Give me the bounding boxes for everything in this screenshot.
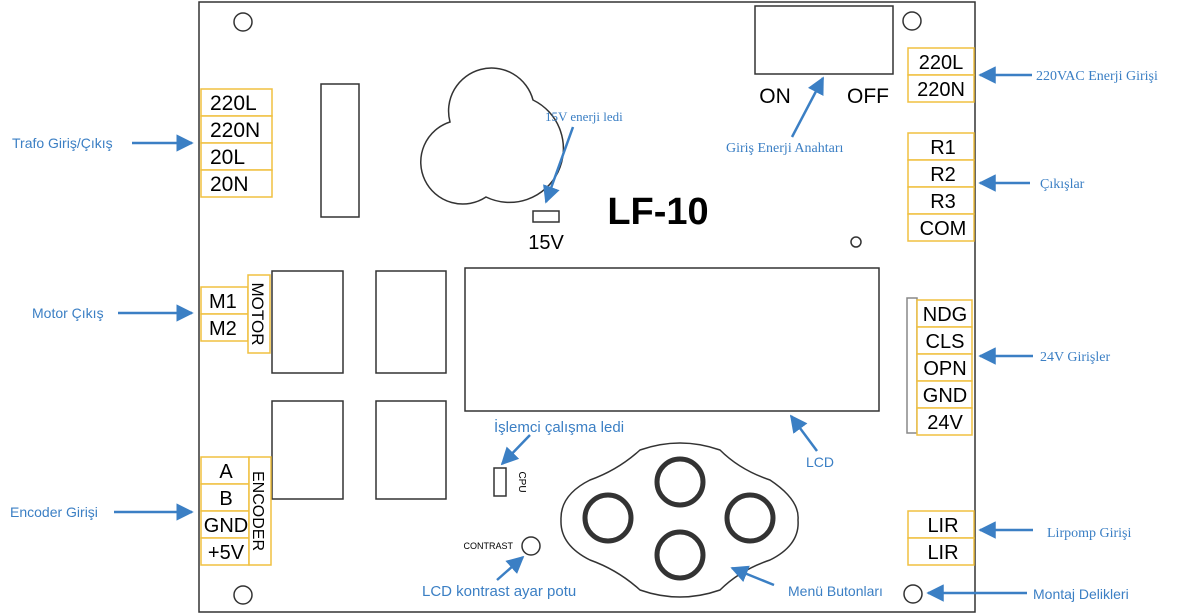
power-in-terminal xyxy=(907,47,975,103)
output-r2: R2 xyxy=(930,164,956,186)
arrow-cpu-led xyxy=(500,434,531,466)
callout-contrast: LCD kontrast ayar potu xyxy=(422,583,576,600)
motor-terminal xyxy=(200,274,271,354)
lcd-module xyxy=(464,267,880,412)
callout-power-in: 220VAC Enerji Girişi xyxy=(1036,69,1158,84)
cpu-label: CPU xyxy=(516,471,527,492)
callout-lcd: LCD xyxy=(806,454,834,470)
led-15v-label: 15V xyxy=(528,232,564,254)
relay-1 xyxy=(271,270,344,374)
lirpomp-pin-1: LIR xyxy=(927,515,958,537)
output-r3: R3 xyxy=(930,191,956,213)
trafo-pin-4: 20N xyxy=(210,173,249,196)
small-hole xyxy=(850,236,862,248)
trafo-pin-3: 20L xyxy=(210,146,245,169)
power-switch xyxy=(754,5,894,75)
motor-pin-1: M1 xyxy=(209,291,237,313)
menu-button-down[interactable] xyxy=(654,529,706,581)
mount-hole-top-left xyxy=(233,12,253,32)
callout-led15v: 15V enerji ledi xyxy=(545,109,623,124)
encoder-pin-5v: +5V xyxy=(208,542,245,564)
input-ndg: NDG xyxy=(923,304,967,326)
switch-off-label: OFF xyxy=(847,85,889,108)
menu-button-right[interactable] xyxy=(724,492,776,544)
arrow-led15v xyxy=(543,126,575,204)
board-title: LF-10 xyxy=(607,191,708,233)
mount-hole-bottom-right xyxy=(903,584,923,604)
outputs-terminal xyxy=(907,132,975,242)
callout-arrows xyxy=(114,66,1033,602)
power-in-pin-1: 220L xyxy=(919,52,964,74)
cpu-led xyxy=(493,467,507,497)
contrast-pot[interactable] xyxy=(521,536,541,556)
input-24v: 24V xyxy=(927,412,963,434)
trafo-terminal xyxy=(200,88,273,198)
capacitor-block xyxy=(320,83,360,218)
callout-trafo: Trafo Giriş/Çıkış xyxy=(12,135,113,151)
menu-button-left[interactable] xyxy=(582,492,634,544)
input-cls: CLS xyxy=(926,331,965,353)
trafo-pin-1: 220L xyxy=(210,92,257,115)
callout-cpu-led: İşlemci çalışma ledi xyxy=(494,418,624,436)
callout-outputs: Çıkışlar xyxy=(1040,177,1085,192)
mount-hole-bottom-left xyxy=(233,585,253,605)
output-com: COM xyxy=(920,218,967,240)
encoder-pin-a: A xyxy=(219,461,233,483)
relay-3 xyxy=(271,400,344,500)
arrow-lcd xyxy=(789,414,819,452)
encoder-vertical-label: ENCODER xyxy=(249,471,266,551)
callout-motor: Motor Çıkış xyxy=(32,305,104,321)
mounting-holes xyxy=(233,11,923,605)
callout-inputs-24v: 24V Girişler xyxy=(1040,350,1110,365)
input-gnd: GND xyxy=(923,385,967,407)
led-15v xyxy=(532,210,560,223)
arrow-switch xyxy=(790,76,825,138)
input-opn: OPN xyxy=(923,358,966,380)
encoder-pin-b: B xyxy=(219,488,232,510)
output-r1: R1 xyxy=(930,137,956,159)
lirpomp-pin-2: LIR xyxy=(927,542,958,564)
arrow-menu xyxy=(730,565,775,587)
mount-hole-top-right xyxy=(902,11,922,31)
callout-menu: Menü Butonları xyxy=(788,583,883,599)
encoder-pin-gnd: GND xyxy=(204,515,248,537)
menu-button-pad xyxy=(560,442,799,598)
relay-2 xyxy=(375,270,447,374)
arrow-contrast xyxy=(496,555,525,581)
trafo-pin-2: 220N xyxy=(210,119,260,142)
menu-buttons xyxy=(582,456,776,581)
power-in-pin-2: 220N xyxy=(917,79,965,101)
contrast-label: CONTRAST xyxy=(464,541,514,551)
lirpomp-terminal xyxy=(907,510,975,566)
menu-button-up[interactable] xyxy=(654,456,706,508)
motor-pin-2: M2 xyxy=(209,318,237,340)
switch-on-label: ON xyxy=(759,85,791,108)
callout-encoder: Encoder Girişi xyxy=(10,504,98,520)
inputs-24v-terminal xyxy=(906,297,973,436)
encoder-terminal xyxy=(200,456,272,566)
relay-4 xyxy=(375,400,447,500)
motor-vertical-label: MOTOR xyxy=(248,283,267,346)
callout-mount: Montaj Delikleri xyxy=(1033,586,1129,602)
callout-lirpomp: Lirpomp Girişi xyxy=(1047,526,1131,541)
callout-switch: Giriş Enerji Anahtarı xyxy=(726,141,844,156)
